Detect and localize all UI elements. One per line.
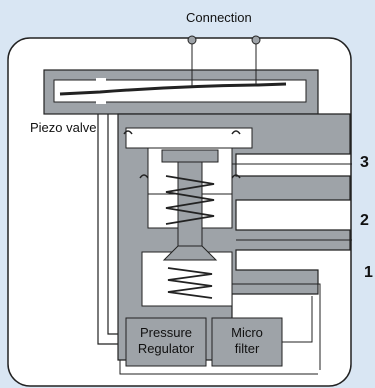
connection-terminal-left (188, 36, 196, 44)
piston-head (162, 150, 218, 162)
pilot-cavity (126, 128, 252, 148)
port-3-label: 3 (360, 154, 369, 172)
port-2-label: 2 (360, 212, 369, 230)
pressure-regulator-line1: Pressure (126, 325, 206, 341)
pressure-regulator-line2: Regulator (126, 341, 206, 357)
piezo-valve-label: Piezo valve (30, 120, 96, 135)
connection-terminal-right (252, 36, 260, 44)
connection-label: Connection (186, 10, 252, 25)
micro-filter-label: Micro filter (212, 325, 282, 357)
port-1-label: 1 (364, 264, 373, 282)
micro-filter-line1: Micro (212, 325, 282, 341)
pressure-regulator-label: Pressure Regulator (126, 325, 206, 357)
micro-filter-line2: filter (212, 341, 282, 357)
